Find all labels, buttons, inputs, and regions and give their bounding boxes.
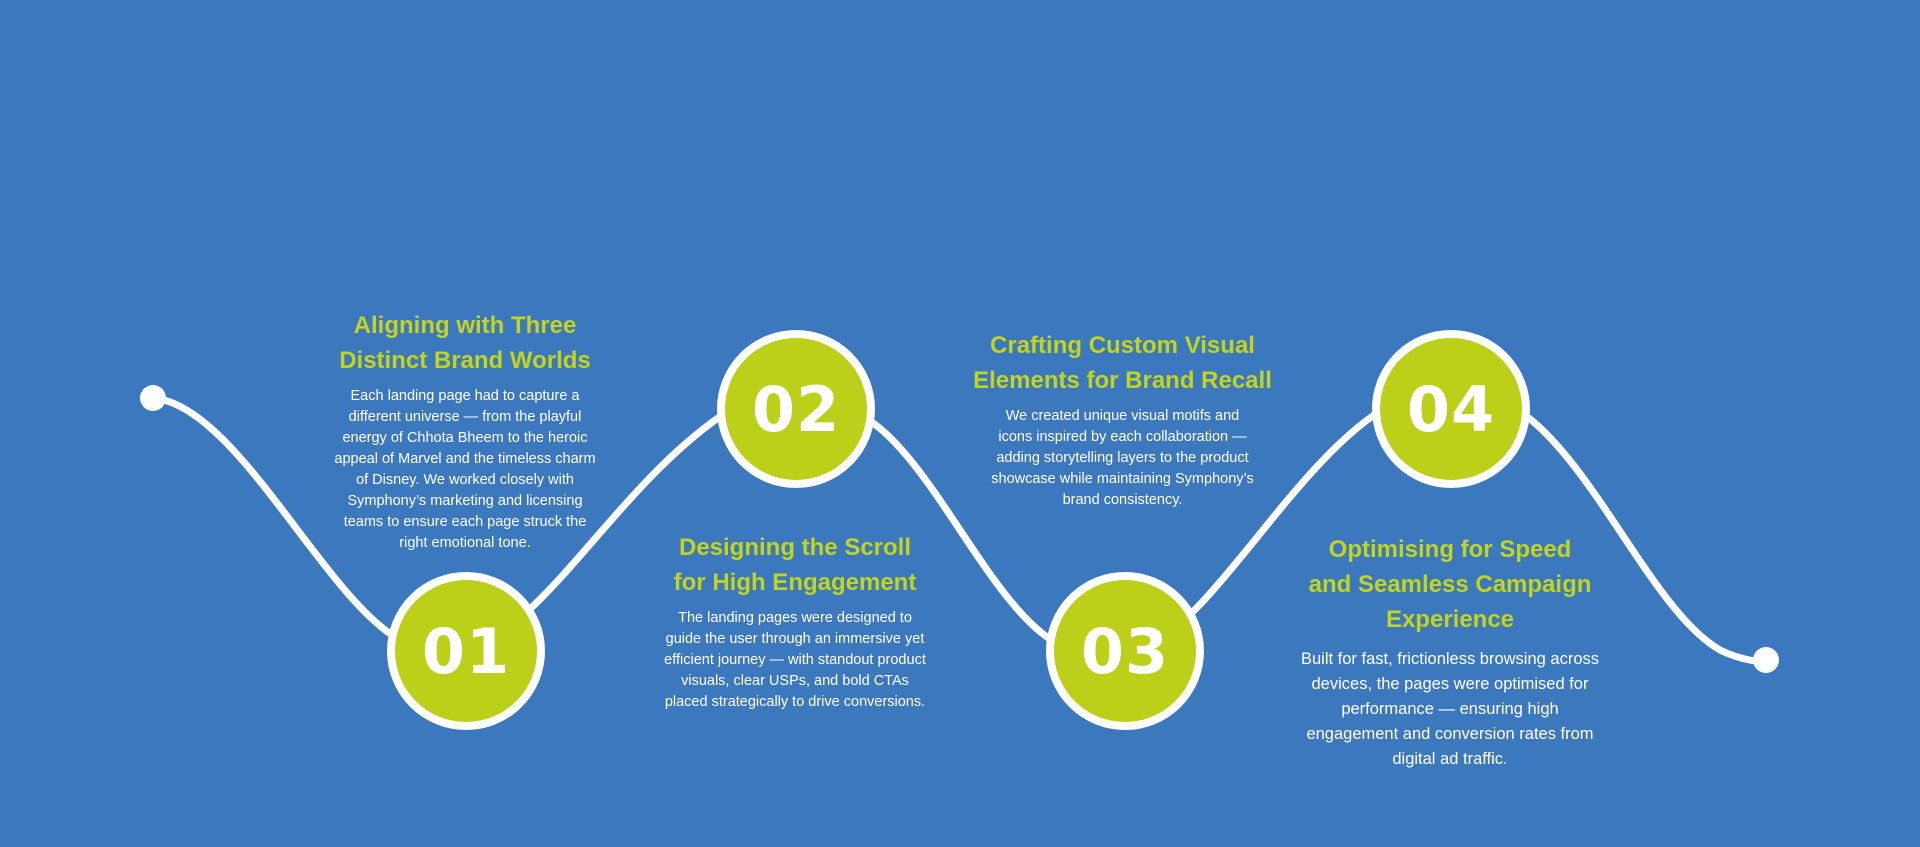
- step-4-title-line-2: and Seamless Campaign: [1308, 571, 1592, 598]
- step-3-title: Crafting Custom Visual Elements for Bran…: [955, 328, 1290, 398]
- step-2-text: Designing the Scroll for High Engagement…: [645, 530, 945, 713]
- step-4-circle: 04: [1372, 330, 1530, 488]
- step-2-title-line-1: Designing the Scroll: [678, 534, 912, 561]
- step-1-title-line-1: Aligning with Three: [353, 312, 577, 339]
- step-4-title: Optimising for Speed and Seamless Campai…: [1285, 532, 1615, 637]
- step-4-title-line-1: Optimising for Speed: [1328, 536, 1572, 563]
- step-1-text: Aligning with Three Distinct Brand World…: [315, 308, 615, 554]
- wave-start-dot: [140, 385, 166, 411]
- step-4-number: 04: [1406, 372, 1496, 446]
- step-3-circle: 03: [1046, 572, 1204, 730]
- step-2-number: 02: [751, 372, 841, 446]
- step-3-number: 03: [1080, 614, 1170, 688]
- step-2-body: The landing pages were designed to guide…: [664, 610, 926, 710]
- step-4-title-line-3: Experience: [1385, 606, 1515, 633]
- step-2-title: Designing the Scroll for High Engagement: [645, 530, 945, 600]
- step-1-body: Each landing page had to capture a diffe…: [334, 388, 596, 551]
- step-2-circle: 02: [717, 330, 875, 488]
- step-1-title-line-2: Distinct Brand Worlds: [339, 347, 591, 374]
- step-3-title-line-1: Crafting Custom Visual: [990, 332, 1255, 359]
- step-1-number: 01: [421, 614, 511, 688]
- step-2-title-line-2: for High Engagement: [673, 569, 917, 596]
- step-4-text: Optimising for Speed and Seamless Campai…: [1285, 532, 1615, 772]
- step-1-circle: 01: [387, 572, 545, 730]
- step-3-text: Crafting Custom Visual Elements for Bran…: [955, 328, 1290, 511]
- wave-end-dot: [1753, 647, 1779, 673]
- step-1-title: Aligning with Three Distinct Brand World…: [315, 308, 615, 378]
- step-3-title-line-2: Elements for Brand Recall: [973, 367, 1272, 394]
- step-3-body: We created unique visual motifs and icon…: [991, 408, 1254, 508]
- step-4-body: Built for fast, frictionless browsing ac…: [1300, 650, 1600, 768]
